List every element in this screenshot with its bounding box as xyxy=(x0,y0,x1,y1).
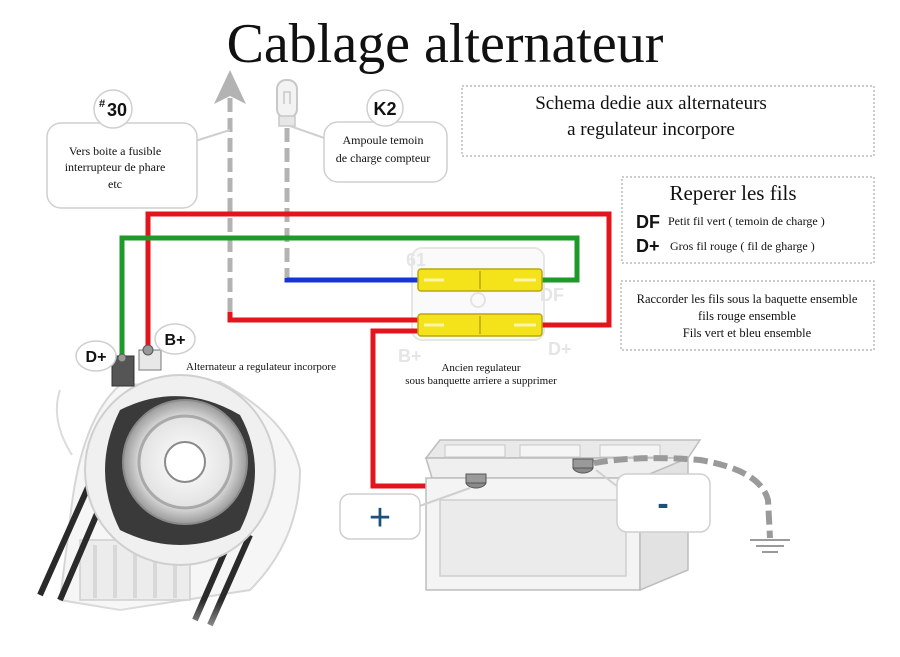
legend-box: Reperer les fils DF Petit fil vert ( tem… xyxy=(621,176,875,264)
callout-k2-line1: Ampoule temoin xyxy=(343,133,424,147)
regulator-screw-icon xyxy=(470,292,486,308)
alternator-caption: Alternateur a regulateur incorpore xyxy=(186,361,336,373)
regulator-label-df: DF xyxy=(540,285,564,305)
green-wire-df xyxy=(119,235,580,358)
regulator-caption-line2: sous banquette arriere a supprimer xyxy=(405,375,557,387)
callout-k2-badge-text: K2 xyxy=(373,99,396,119)
dplus-badge: D+ xyxy=(75,340,117,372)
upper-connector xyxy=(417,268,543,292)
instructions-line2: fils rouge ensemble xyxy=(698,309,796,323)
minus-symbol: - xyxy=(657,485,668,523)
legend-df-text: Petit fil vert ( temoin de charge ) xyxy=(668,214,825,228)
wires xyxy=(119,211,612,489)
bplus-badge-text: B+ xyxy=(165,332,186,349)
blue-wire-k2 xyxy=(284,277,420,283)
info-box: Schema dedie aux alternateurs a regulate… xyxy=(461,85,875,157)
plus-callout: + xyxy=(339,487,471,540)
regulator-caption-line1: Ancien regulateur xyxy=(441,362,520,374)
legend-dplus-text: Gros fil rouge ( fil de gharge ) xyxy=(670,239,815,253)
instructions-line3: Fils vert et bleu ensemble xyxy=(683,326,812,340)
bulb-icon xyxy=(276,79,298,282)
callout-30-badge-num: 30 xyxy=(107,100,127,120)
callout-30-badge xyxy=(93,89,133,129)
bplus-badge: B+ xyxy=(154,323,196,355)
legend-heading: Reperer les fils xyxy=(669,181,796,205)
info-box-line1: Schema dedie aux alternateurs xyxy=(535,93,767,114)
callout-30-badge-hash: # xyxy=(99,98,105,110)
info-box-line2: a regulateur incorpore xyxy=(567,119,735,140)
page-title: Cablage alternateur xyxy=(227,13,664,75)
red-wire-30 xyxy=(227,312,420,323)
callout-k2: Ampoule temoin de charge compteur K2 xyxy=(289,89,448,183)
red-wire-battery xyxy=(370,328,470,489)
red-wire-bplus xyxy=(145,211,612,348)
dplus-badge-text: D+ xyxy=(86,349,107,366)
alternator xyxy=(0,344,320,657)
callout-30: Vers boite a fusible interrupteur de pha… xyxy=(46,89,231,209)
callout-k2-line2: de charge compteur xyxy=(336,151,430,165)
regulator-label-bplus: B+ xyxy=(398,346,422,366)
regulator-label-dplus: D+ xyxy=(548,339,572,359)
minus-callout: - xyxy=(595,469,711,533)
up-arrow-icon xyxy=(214,70,246,312)
instructions-line1: Raccorder les fils sous la baquette ense… xyxy=(637,292,858,306)
callout-30-line1: Vers boite a fusible xyxy=(69,144,161,158)
old-regulator: 61 DF B+ D+ xyxy=(398,247,572,366)
lower-connector xyxy=(417,313,543,337)
plus-symbol: + xyxy=(369,497,391,539)
ground-icon xyxy=(750,539,790,553)
legend-df-tag: DF xyxy=(636,212,660,232)
instructions-box: Raccorder les fils sous la baquette ense… xyxy=(620,280,875,351)
callout-k2-badge xyxy=(366,89,404,127)
regulator-label-61: 61 xyxy=(406,250,426,270)
legend-dplus-tag: D+ xyxy=(636,236,660,256)
ground-wire xyxy=(593,455,790,553)
callout-30-line3: etc xyxy=(108,177,122,191)
callout-30-line2: interrupteur de phare xyxy=(65,160,166,174)
